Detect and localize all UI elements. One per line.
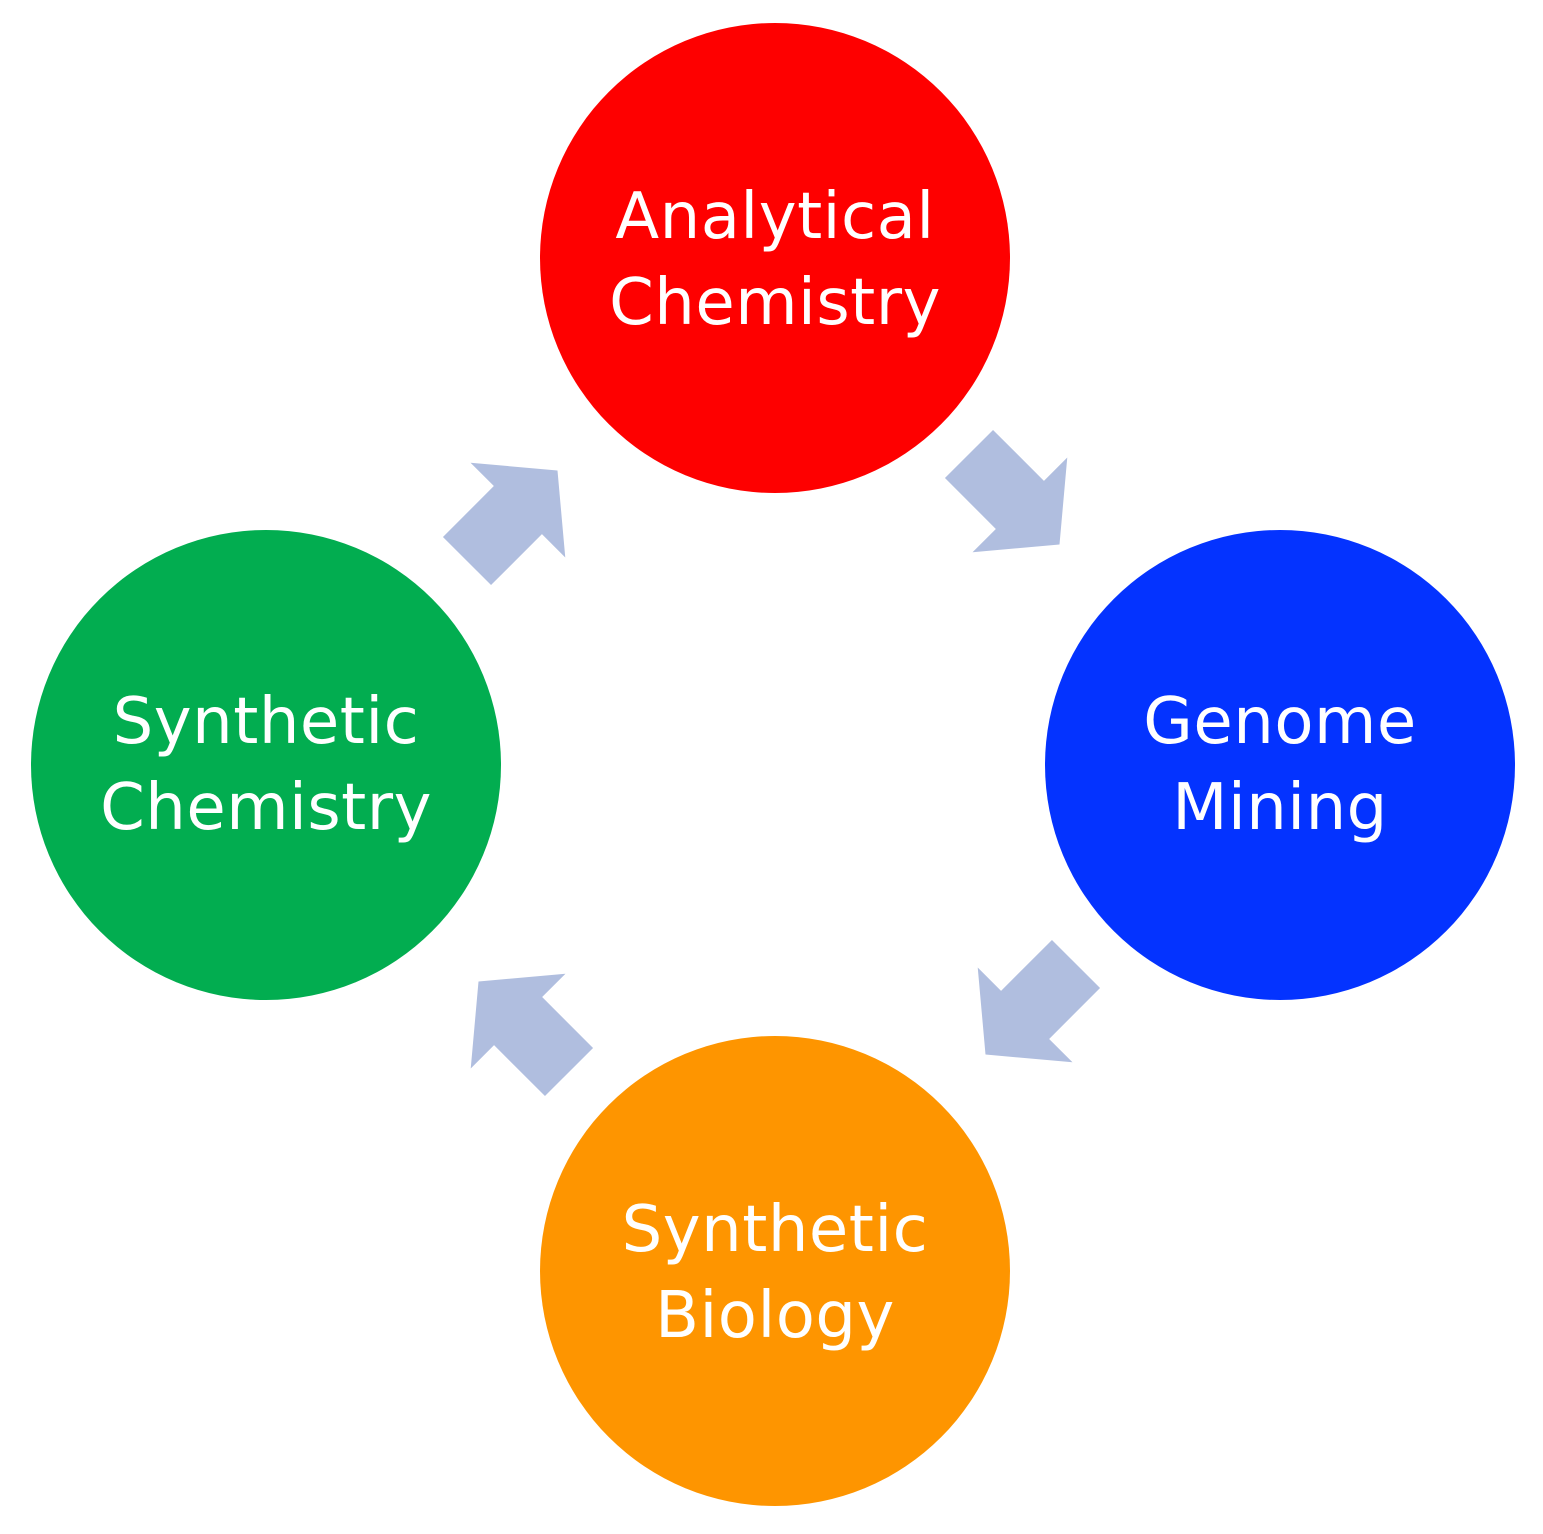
node-label-line: Chemistry (100, 771, 432, 845)
node-label-line: Synthetic (112, 685, 420, 759)
node-synthetic-biology: Synthetic Biology (540, 1036, 1010, 1506)
arrow-synchem-to-analytical (442, 462, 566, 586)
node-label-line: Chemistry (609, 266, 941, 340)
arrow-genome-to-synbio-shape (977, 939, 1101, 1063)
node-label-line: Mining (1172, 771, 1388, 845)
arrow-synbio-to-synchem (470, 973, 594, 1097)
node-genome-mining: Genome Mining (1045, 530, 1515, 1000)
node-label-line: Genome (1143, 685, 1417, 759)
node-label-line: Biology (655, 1279, 895, 1353)
arrow-synchem-to-analytical-shape (442, 462, 566, 586)
arrow-synbio-to-synchem-shape (470, 973, 594, 1097)
node-label-line: Analytical (615, 180, 935, 254)
arrow-analytical-to-genome-shape (944, 429, 1068, 553)
node-analytical-chemistry: Analytical Chemistry (540, 23, 1010, 493)
node-synthetic-chemistry: Synthetic Chemistry (31, 530, 501, 1000)
node-label-line: Synthetic (621, 1193, 929, 1267)
arrow-genome-to-synbio (977, 939, 1101, 1063)
arrow-analytical-to-genome (944, 429, 1068, 553)
